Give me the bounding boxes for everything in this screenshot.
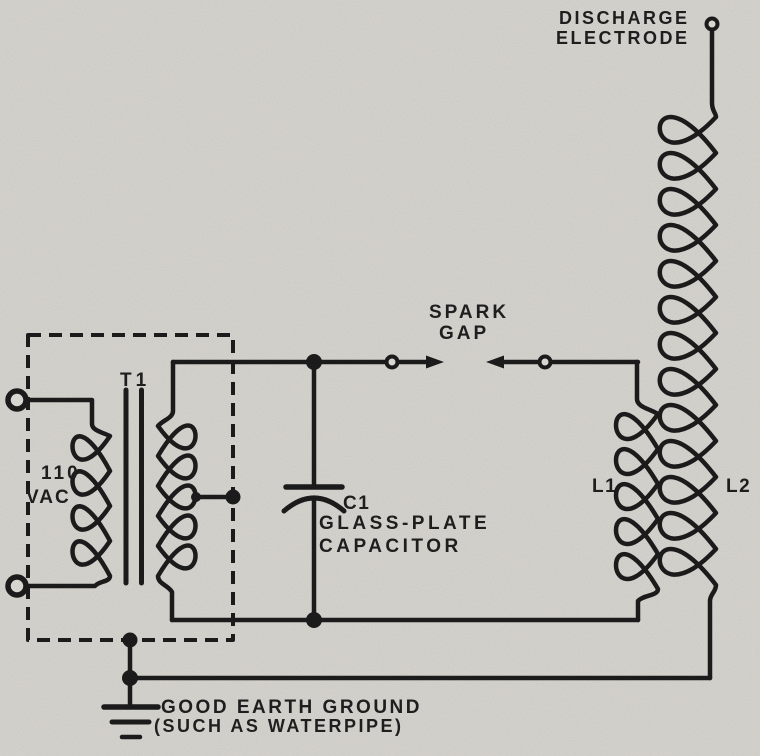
spark-gap-ball-right (537, 354, 553, 370)
input-terminal-bottom (5, 574, 29, 598)
junction-dot-enclosure-tap (225, 489, 241, 505)
capacitor-desc-line1: GLASS-PLATE (319, 513, 491, 534)
spark-gap-label-line1: SPARK (429, 302, 510, 323)
spark-gap-ball-left (384, 354, 400, 370)
supply-voltage-label-line2: VAC (26, 487, 71, 508)
capacitor-ref-label: C1 (343, 493, 371, 514)
spark-gap-arrow-left (426, 355, 444, 369)
junction-dot-ground-wire (122, 670, 138, 686)
input-terminal-top (5, 388, 29, 412)
coil-l2 (657, 28, 719, 681)
coil-l2-ref-label: L2 (726, 476, 752, 497)
capacitor-desc-line2: CAPACITOR (319, 536, 462, 557)
junction-dot-enclosure-ground (122, 632, 138, 648)
junction-dot-cap-top (306, 354, 322, 370)
supply-voltage-label-line1: 110 (41, 463, 81, 484)
primary-winding-coil (26, 397, 113, 589)
junction-dot-center-tap (191, 492, 201, 502)
coil-l1 (613, 359, 661, 623)
terminals (5, 16, 720, 598)
junction-dot-cap-bottom (306, 612, 322, 628)
wiring (5, 16, 720, 740)
transformer-ref-label: T1 (120, 370, 151, 391)
spark-gap-label-line2: GAP (439, 323, 490, 344)
ground-label-line2: (SUCH AS WATERPIPE) (154, 716, 404, 736)
discharge-electrode-label-line1: DISCHARGE (559, 8, 690, 28)
discharge-electrode-label-line2: ELECTRODE (556, 28, 690, 48)
ground-label-line1: GOOD EARTH GROUND (161, 697, 422, 718)
coil-l1-ref-label: L1 (592, 476, 618, 497)
junctions-and-arrows (122, 354, 504, 686)
spark-gap-arrow-right (486, 355, 504, 369)
discharge-electrode-terminal (704, 16, 720, 32)
